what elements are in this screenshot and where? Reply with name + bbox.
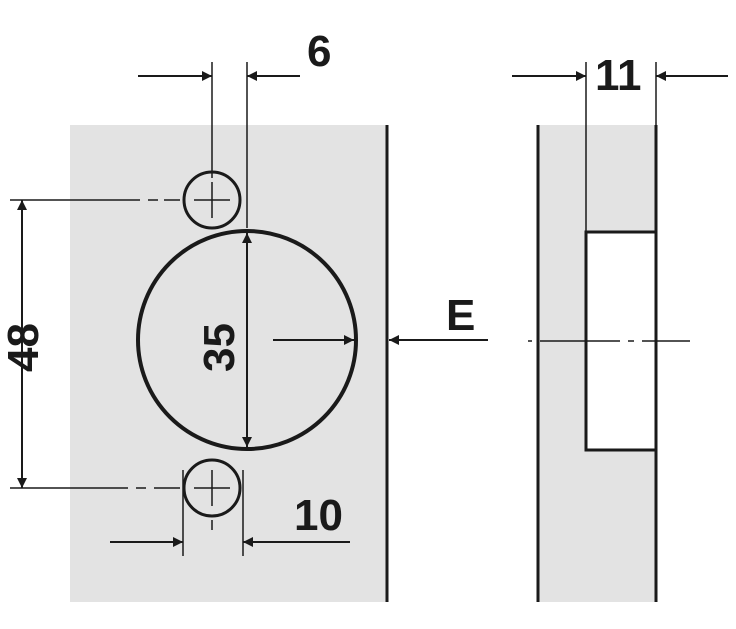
dimension-e-label: E bbox=[446, 291, 475, 340]
dimension-11-label: 11 bbox=[595, 51, 642, 100]
dimension-6-label: 6 bbox=[307, 27, 331, 76]
dimension-48-label: 48 bbox=[0, 323, 48, 372]
screw-hole-bottom bbox=[182, 458, 242, 518]
dimension-10-label: 10 bbox=[294, 491, 343, 540]
dimension-35-label: 35 bbox=[195, 323, 244, 372]
side-view: 11 bbox=[512, 51, 728, 602]
screw-hole-top bbox=[182, 170, 242, 230]
front-view: 6 48 35 E 10 bbox=[0, 27, 488, 602]
